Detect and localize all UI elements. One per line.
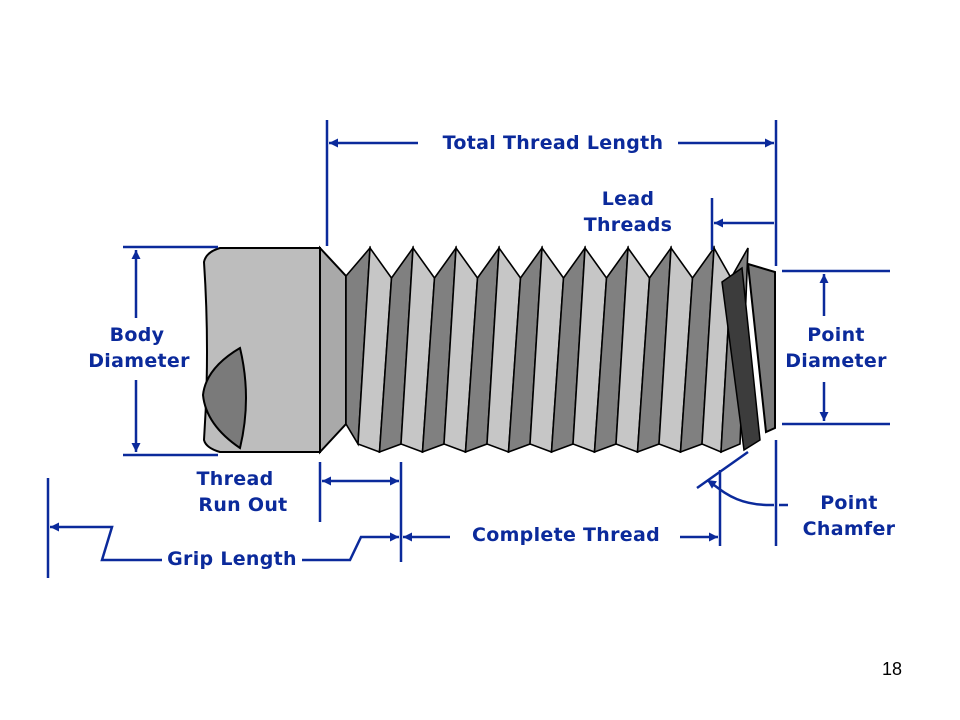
total-thread-length-label: Total Thread Length <box>443 132 664 154</box>
bolt-drawing <box>201 245 776 455</box>
lead-threads-label-line2: Threads <box>584 214 673 236</box>
thread-run-out-label-line2: Run Out <box>198 494 287 516</box>
dimension-lines <box>46 120 890 578</box>
grip-length-left-line <box>50 522 162 562</box>
body-diameter-label-line1: Body <box>110 324 165 346</box>
lead-thread-dark <box>721 266 761 452</box>
grip-length-label: Grip Length <box>167 548 297 570</box>
chamfer-leader-arrow <box>706 478 775 507</box>
point-chamfer-label-line2: Chamfer <box>803 518 896 540</box>
thread-run-out-label-line1: Thread <box>197 468 274 490</box>
grip-length-right-line <box>302 532 399 562</box>
point-diameter-label-line1: Point <box>807 324 865 346</box>
slot-lens <box>201 346 247 450</box>
lead-threads-label-line1: Lead <box>602 188 655 210</box>
chamfer-angle-line <box>696 450 749 490</box>
point-diameter-label-line2: Diameter <box>785 350 887 372</box>
run-out-taper <box>319 245 347 455</box>
point-chamfer-label-line1: Point <box>820 492 878 514</box>
body-diameter-label-line2: Diameter <box>88 350 190 372</box>
bolt-point <box>746 262 776 434</box>
page-number: 18 <box>881 659 902 679</box>
complete-thread-label: Complete Thread <box>472 524 660 546</box>
labels: Total Thread Length Lead Threads Body Di… <box>88 132 895 570</box>
thread-section <box>345 245 749 454</box>
